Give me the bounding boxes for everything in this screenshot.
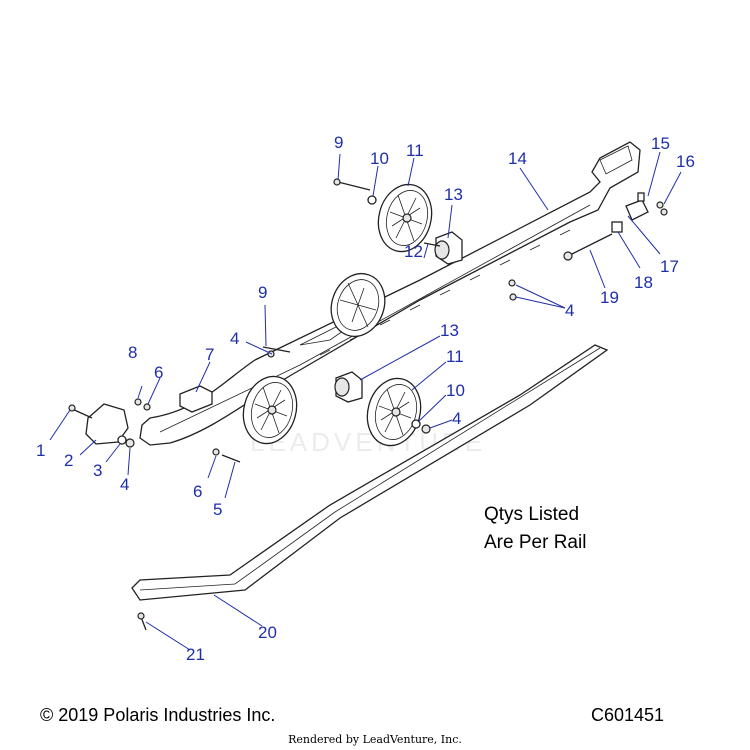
rail-cap-2[interactable] [85, 403, 129, 445]
callout-8: 8 [128, 343, 137, 362]
bolt-1[interactable] [68, 404, 93, 419]
callout-13-lower: 13 [440, 321, 459, 340]
rendered-by-text: Rendered by LeadVenture, Inc. [288, 733, 462, 746]
callout-19: 19 [600, 288, 619, 307]
slide-rail-20[interactable] [131, 344, 609, 601]
callout-4-right: 4 [565, 301, 574, 320]
axle-block-13-bottom[interactable] [334, 371, 363, 403]
callout-10-lower: 10 [446, 381, 465, 400]
callout-11-lower: 11 [446, 347, 464, 366]
callout-4-mid: 4 [230, 329, 239, 348]
callout-20: 20 [258, 623, 277, 642]
callout-10-upper: 10 [370, 149, 389, 168]
callout-6-lower: 6 [193, 482, 202, 501]
callout-16: 16 [676, 152, 695, 171]
callout-2: 2 [64, 451, 73, 470]
callout-17: 17 [660, 257, 679, 276]
wheel-lower-rail[interactable] [236, 370, 304, 449]
callout-7: 7 [205, 345, 214, 364]
callout-9-lower: 9 [258, 283, 267, 302]
qty-note-line-1: Qtys Listed [484, 504, 580, 525]
callout-18: 18 [634, 273, 653, 292]
wheel-upper-rail[interactable] [323, 266, 394, 344]
callout-11-upper: 11 [406, 141, 424, 160]
callout-1: 1 [36, 441, 45, 460]
callout-4-front: 4 [120, 475, 129, 494]
callout-12: 12 [404, 242, 423, 261]
wheel-11-top[interactable] [371, 178, 439, 257]
bolt-5-and-washer-6[interactable] [212, 448, 241, 463]
washer-3[interactable] [117, 435, 127, 445]
qty-note-line-2: Are Per Rail [484, 532, 587, 553]
callout-4-lower: 4 [452, 409, 461, 428]
bolt-21[interactable] [137, 612, 147, 631]
small-parts-6-8[interactable] [134, 398, 151, 411]
axle-block-13-top[interactable] [434, 231, 463, 265]
pin-12[interactable] [423, 242, 441, 247]
block-7[interactable] [179, 385, 213, 413]
callout-14: 14 [508, 149, 527, 168]
wheel-11-bottom[interactable] [360, 372, 428, 451]
nut-4-front[interactable] [125, 438, 135, 448]
rear-hardware-15-19[interactable] [563, 192, 668, 261]
diagram-id: C601451 [591, 705, 665, 725]
callout-6-upper: 6 [154, 363, 163, 382]
bolt-9-upper[interactable] [333, 178, 377, 205]
callout-15: 15 [651, 134, 670, 153]
callout-13-upper: 13 [444, 185, 463, 204]
callout-5: 5 [213, 500, 222, 519]
callouts: 1 2 3 4 8 6 7 4 9 6 5 9 10 11 13 12 14 1… [36, 133, 695, 664]
copyright-text: © 2019 Polaris Industries Inc. [40, 705, 276, 725]
leader-lines [49, 151, 682, 651]
callout-21: 21 [186, 645, 205, 664]
callout-9-upper: 9 [334, 133, 343, 152]
callout-3: 3 [93, 461, 102, 480]
